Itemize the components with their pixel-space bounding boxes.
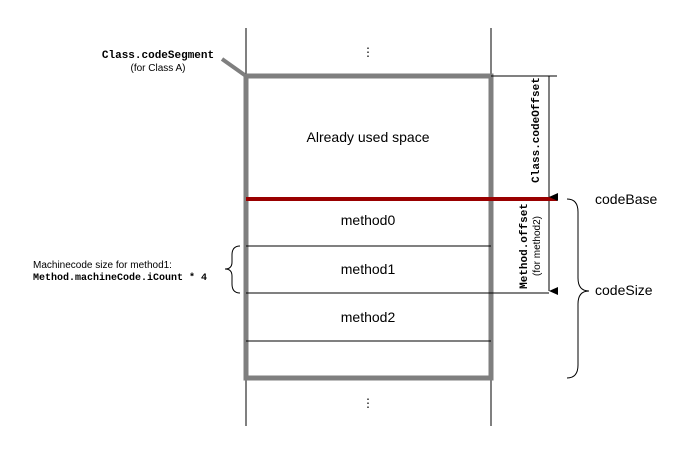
code-base-label: codeBase	[595, 191, 657, 207]
code-offset-label: Class.codeOffset	[531, 77, 543, 183]
ellipsis-top: ⋮	[362, 45, 374, 59]
code-size-label: codeSize	[595, 282, 653, 298]
machinecode-brace	[224, 245, 241, 294]
method-offset-label: Method.offset	[519, 203, 531, 289]
method2-label: method2	[341, 309, 396, 325]
method1-label: method1	[341, 261, 396, 277]
machinecode-caption: Machinecode size for method1:	[33, 260, 172, 271]
code-segment-note: (for Class A)	[130, 63, 185, 74]
ellipsis-bottom: ⋮	[362, 396, 374, 410]
code-size-brace	[566, 198, 590, 379]
method0-label: method0	[341, 212, 396, 228]
machinecode-formula: Method.machineCode.iCount * 4	[33, 272, 207, 284]
code-segment-name: Class.codeSegment	[102, 50, 214, 62]
used-space-label: Already used space	[307, 129, 430, 145]
code-segment-pointer	[220, 57, 248, 78]
class-code-segment-frame	[243, 73, 494, 381]
method-offset-note: (for method2)	[532, 216, 543, 276]
